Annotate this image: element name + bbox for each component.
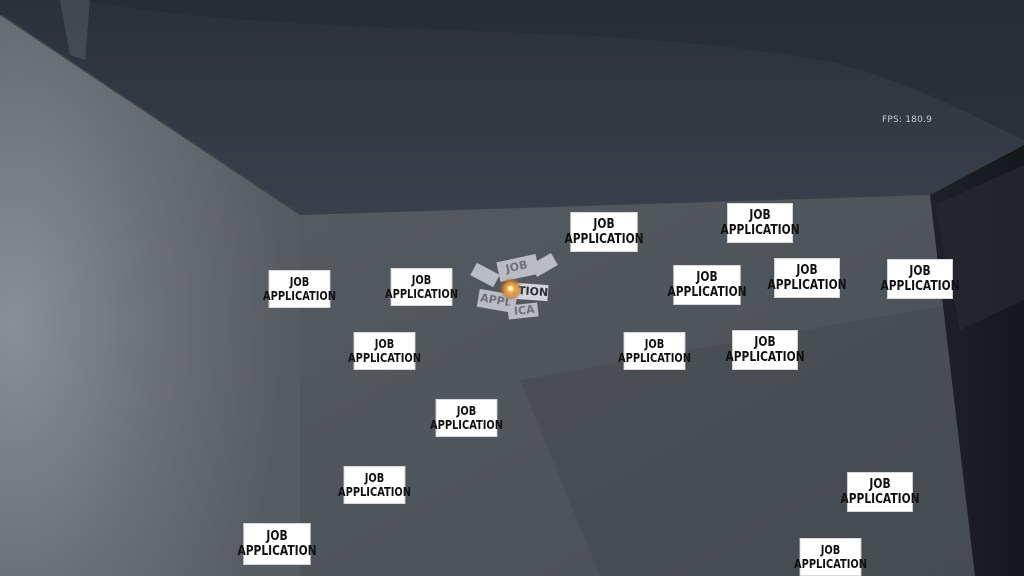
sign-line-2: APPLICATION: [337, 485, 412, 499]
sign-line-1: JOB: [749, 208, 771, 223]
sign-line-1: JOB: [696, 270, 718, 285]
job-application-sign[interactable]: JOB APPLICATION: [338, 466, 411, 504]
left-wall: [0, 15, 300, 576]
sign-line-2: APPLICATION: [667, 285, 747, 300]
job-application-sign[interactable]: JOB APPLICATION: [263, 270, 336, 308]
sign-line-2: APPLICATION: [617, 351, 692, 365]
sign-line-2: APPLICATION: [347, 351, 422, 365]
sign-line-2: APPLICATION: [384, 287, 459, 301]
sign-line-1: JOB: [909, 264, 931, 279]
job-application-sign[interactable]: JOB APPLICATION: [767, 258, 847, 298]
job-application-sign[interactable]: JOB APPLICATION: [667, 265, 747, 305]
sign-shard-left-tip: [470, 262, 500, 288]
sign-line-2: APPLICATION: [429, 418, 504, 432]
sign-shard-bottom: ICA: [507, 302, 539, 320]
sign-line-2: APPLICATION: [793, 557, 868, 571]
job-application-sign[interactable]: JOB APPLICATION: [720, 203, 800, 243]
sign-line-1: JOB: [754, 335, 776, 350]
job-application-sign[interactable]: JOB APPLICATION: [618, 332, 691, 370]
sign-line-1: JOB: [869, 477, 891, 492]
job-application-sign[interactable]: JOB APPLICATION: [880, 259, 960, 299]
sign-line-1: JOB: [411, 273, 432, 287]
sign-line-2: APPLICATION: [237, 544, 317, 559]
sign-line-2: APPLICATION: [880, 279, 960, 294]
ceiling-shade: [80, 0, 1024, 140]
sign-line-1: JOB: [796, 263, 818, 278]
sign-line-1: JOB: [289, 275, 310, 289]
sign-line-1: JOB: [820, 543, 841, 557]
sign-line-2: APPLICATION: [564, 232, 644, 247]
left-wall-edge: [0, 15, 303, 215]
ceiling-light-streak: [60, 0, 90, 60]
sign-line-2: APPLICATION: [725, 350, 805, 365]
sign-line-2: APPLICATION: [720, 223, 800, 238]
right-wall-inner: [935, 165, 1024, 330]
sign-line-2: APPLICATION: [767, 278, 847, 293]
sign-line-1: JOB: [374, 337, 395, 351]
fps-counter: FPS: 180.9: [882, 115, 932, 125]
job-application-sign[interactable]: JOB APPLICATION: [385, 268, 458, 306]
sign-line-1: JOB: [364, 471, 385, 485]
crosshair-dot: [508, 286, 513, 291]
job-application-sign[interactable]: JOB APPLICATION: [237, 523, 317, 565]
sign-line-2: APPLICATION: [840, 492, 920, 507]
sign-line-1: JOB: [266, 529, 288, 544]
sign-line-1: JOB: [644, 337, 665, 351]
job-application-sign[interactable]: JOB APPLICATION: [564, 212, 644, 252]
job-application-sign[interactable]: JOB APPLICATION: [725, 330, 805, 370]
ceiling: [0, 0, 1024, 215]
sign-line-2: APPLICATION: [262, 289, 337, 303]
sign-line-1: JOB: [593, 217, 615, 232]
job-application-sign[interactable]: JOB APPLICATION: [348, 332, 421, 370]
shattered-job-application-sign[interactable]: JOB APPL TION ICA: [468, 252, 560, 324]
job-application-sign[interactable]: JOB APPLICATION: [840, 472, 920, 512]
job-application-sign[interactable]: JOB APPLICATION: [430, 399, 503, 437]
sign-line-1: JOB: [456, 404, 477, 418]
job-application-sign[interactable]: JOB APPLICATION: [794, 538, 867, 576]
